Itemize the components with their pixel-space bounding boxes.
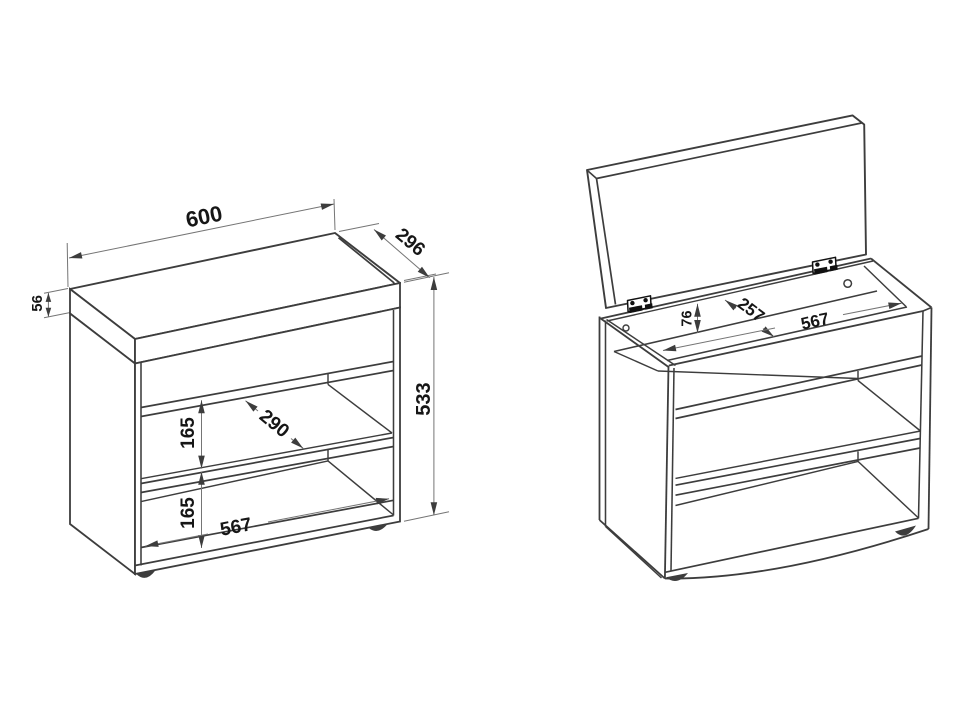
svg-text:165: 165 xyxy=(178,417,199,449)
svg-text:76: 76 xyxy=(680,310,696,326)
svg-text:533: 533 xyxy=(413,382,435,415)
svg-text:56: 56 xyxy=(29,295,46,312)
svg-text:165: 165 xyxy=(178,497,199,529)
